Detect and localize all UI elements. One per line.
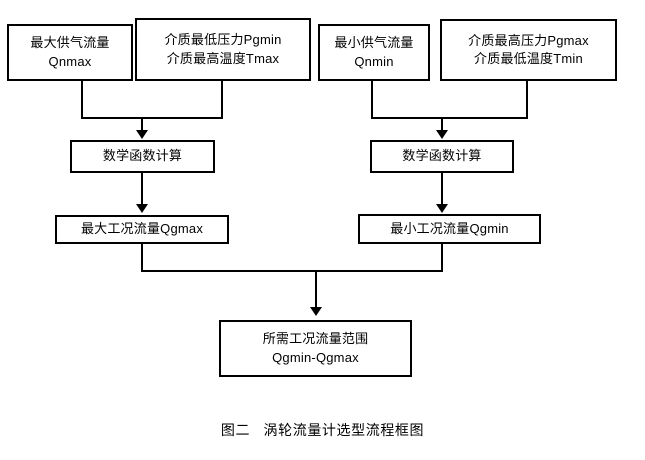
- edge-qnmax-down: [81, 81, 83, 119]
- node-line-1: 最小工况流量Qgmin: [390, 220, 509, 236]
- arrowhead-into-range: [310, 307, 322, 316]
- node-line-1: 介质最低压力Pgmin: [164, 32, 282, 48]
- edge-calc-right-to-qgmin: [441, 173, 443, 206]
- edge-pgmin-down: [221, 81, 223, 119]
- figure-caption: 图二 涡轮流量计选型流程框图: [220, 422, 425, 438]
- edge-left-calc-stem: [141, 117, 143, 133]
- edge-qgmin-down: [441, 244, 443, 272]
- node-line-2: Qgmin-Qgmax: [272, 349, 359, 365]
- arrowhead-into-qgmax: [136, 204, 148, 213]
- node-max-pressure-min-temp[interactable]: 介质最高压力Pgmax 介质最低温度Tmin: [440, 19, 617, 81]
- edge-pgmax-down: [526, 81, 528, 119]
- node-math-calculation-left[interactable]: 数学函数计算: [70, 140, 215, 173]
- node-min-supply-flow[interactable]: 最小供气流量 Qnmin: [318, 24, 430, 81]
- edge-right-merge-bus: [371, 117, 528, 119]
- node-line-1: 最小供气流量: [334, 35, 414, 51]
- arrowhead-into-qgmin: [436, 204, 448, 213]
- edge-right-calc-stem: [441, 117, 443, 133]
- node-line-1: 最大工况流量Qgmax: [80, 221, 204, 237]
- edge-final-merge-bus: [141, 270, 443, 272]
- node-min-working-flow-qgmin[interactable]: 最小工况流量Qgmin: [358, 214, 541, 244]
- node-line-2: Qnmin: [354, 53, 394, 69]
- node-line-1: 数学函数计算: [402, 148, 482, 164]
- node-max-working-flow-qgmax[interactable]: 最大工况流量Qgmax: [55, 215, 229, 244]
- node-line-1: 数学函数计算: [102, 148, 183, 164]
- edge-calc-left-to-qgmax: [141, 173, 143, 206]
- node-max-supply-flow[interactable]: 最大供气流量 Qnmax: [7, 24, 133, 81]
- node-line-1: 最大供气流量: [30, 35, 110, 51]
- node-line-2: Qnmax: [48, 53, 92, 69]
- arrowhead-into-calc-left: [136, 130, 148, 139]
- node-min-pressure-max-temp[interactable]: 介质最低压力Pgmin 介质最高温度Tmax: [135, 18, 311, 81]
- node-line-2: 介质最低温度Tmin: [474, 51, 583, 66]
- edge-qgmax-down: [141, 244, 143, 272]
- edge-final-stem: [315, 270, 317, 310]
- arrowhead-into-calc-right: [436, 130, 448, 139]
- node-line-1: 介质最高压力Pgmax: [468, 32, 589, 48]
- node-line-1: 所需工况流量范围: [262, 331, 369, 347]
- edge-left-merge-bus: [81, 117, 223, 119]
- edge-qnmin-down: [371, 81, 373, 119]
- node-required-flow-range[interactable]: 所需工况流量范围 Qgmin-Qgmax: [219, 320, 412, 377]
- node-line-2: 介质最高温度Tmax: [166, 50, 280, 66]
- node-math-calculation-right[interactable]: 数学函数计算: [370, 140, 514, 173]
